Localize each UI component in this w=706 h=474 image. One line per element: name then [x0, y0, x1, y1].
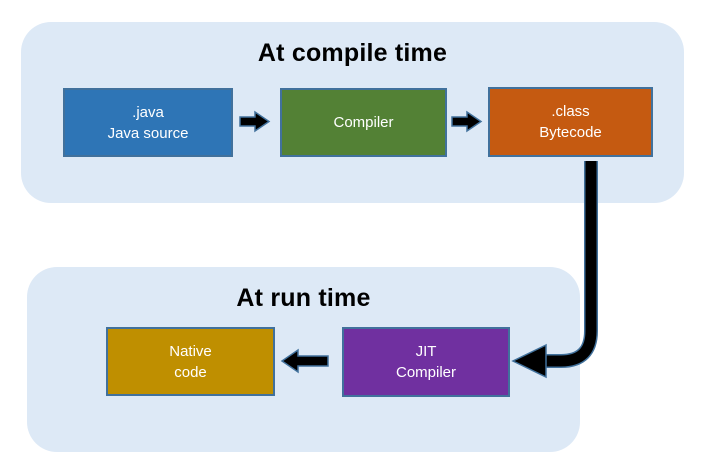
compile-time-title: At compile time — [257, 39, 448, 67]
native-code-line2: code — [174, 363, 207, 381]
native-code-line1: Native — [169, 342, 212, 360]
java-source-box: .java Java source — [63, 88, 233, 157]
java-source-line2: Java source — [107, 124, 189, 142]
java-source-line1: .java — [132, 103, 164, 121]
bytecode-box: .class Bytecode — [488, 87, 653, 157]
native-code-box: Native code — [106, 327, 275, 396]
run-time-title: At run time — [236, 284, 371, 312]
compiler-label: Compiler — [333, 114, 394, 131]
jit-compiler-box: JIT Compiler — [342, 327, 510, 397]
compiler-box: Compiler — [280, 88, 447, 157]
bytecode-line2: Bytecode — [539, 124, 602, 141]
bytecode-line1: .class — [551, 103, 590, 120]
jit-line1: JIT — [415, 343, 437, 360]
jit-line2: Compiler — [395, 364, 456, 381]
